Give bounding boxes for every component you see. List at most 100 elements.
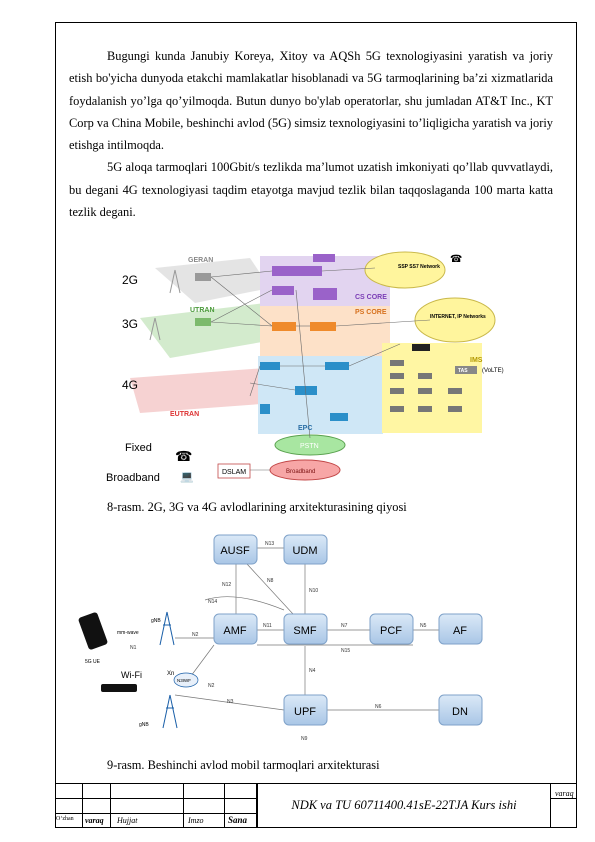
internet-cloud (414, 297, 496, 343)
label-dslam: DSLAM (222, 469, 246, 476)
label-eutran: EUTRAN (170, 411, 199, 418)
sbc-node (412, 344, 430, 351)
label-tas: TAS (458, 368, 468, 374)
if-n15: N15 (341, 648, 350, 654)
if-n2: N2 (192, 632, 199, 638)
if-n7: N7 (341, 623, 348, 629)
if-n4: N4 (309, 668, 316, 674)
hss-node (260, 404, 270, 414)
label-5g-ue: 5G UE (85, 659, 101, 665)
if-n8: N8 (267, 578, 274, 584)
computer-icon: 💻 (180, 471, 194, 483)
interface-links (174, 547, 439, 711)
tas-node (455, 366, 477, 374)
label-cs-core: CS CORE (355, 294, 387, 301)
label-n3iwf: N3IWF (177, 678, 191, 683)
figure-8-caption: 8-rasm. 2G, 3G va 4G avlodlarining arxit… (107, 500, 407, 514)
geran-region (155, 258, 270, 303)
paragraph-2: 5G aloqa tarmoqlari 100Gbit/s tezlikda m… (69, 160, 553, 220)
svg-text:SMF: SMF (293, 625, 317, 637)
mgw-node (272, 286, 294, 295)
if-n1: N1 (130, 645, 137, 651)
network-links (210, 267, 431, 471)
label-4g: 4G (122, 378, 138, 392)
pcrf-node (330, 413, 348, 421)
svg-text:DN: DN (452, 706, 468, 718)
ims-nodes (390, 360, 462, 412)
msc-node (272, 266, 322, 276)
gnb-tower-icons (159, 611, 178, 729)
ggsn-node (310, 322, 336, 331)
stamp-label-imzo: Imzo (188, 816, 204, 825)
svg-text:AMF: AMF (223, 625, 247, 637)
label-3g: 3G (122, 317, 138, 331)
label-fixed: Fixed (125, 442, 152, 454)
node-af: AF (438, 613, 483, 645)
label-pstn: PSTN (300, 443, 319, 450)
smartphone-icon (78, 612, 108, 650)
label-broadband: Broadband (106, 472, 160, 484)
node-pcf: PCF (369, 613, 414, 645)
router-icon (101, 684, 137, 692)
document-title: NDK va TU 60711400.41sE-22TJA Kurs ishi (257, 783, 551, 828)
svg-text:AUSF: AUSF (220, 545, 250, 557)
figure-9-caption: 9-rasm. Beshinchi avlod mobil tarmoqlari… (107, 758, 380, 772)
dslam-box (217, 463, 251, 479)
label-gnb-2: gNB (139, 722, 149, 728)
paragraph-1: Bugungi kunda Janubiy Koreya, Xitoy va A… (69, 49, 553, 153)
label-ps-core: PS CORE (355, 309, 387, 316)
figure-9-5g-architecture: AUSF UDM AMF SMF PCF AF UPF DN N13 N12 N… (78, 534, 483, 742)
node-smf: SMF (283, 613, 328, 645)
label-wifi: Wi-Fi (121, 670, 142, 680)
label-ims: IMS (470, 357, 483, 364)
rnc-node (195, 318, 211, 326)
phone-icon: ☎ (175, 448, 192, 464)
hlr-node (313, 288, 337, 300)
label-ssp: SSP SS7 Network (398, 264, 440, 270)
tower-icons (149, 269, 181, 341)
label-2g: 2G (122, 273, 138, 287)
figure-8-architecture: 2G 3G 4G Fixed Broadband GERAN UTRAN EUT… (106, 251, 504, 484)
if-n9: N9 (301, 736, 308, 742)
label-mm-wave: mm-wave (117, 630, 139, 636)
if-n10: N10 (309, 588, 318, 594)
node-udm: UDM (283, 534, 328, 565)
label-utran: UTRAN (190, 307, 215, 314)
stamp-label-varaq: varaq (85, 816, 104, 825)
page-frame (55, 22, 577, 828)
phone-icon-ssp: ☎ (450, 254, 462, 265)
node-ausf: AUSF (213, 534, 258, 565)
stamp-label-sana: Sana (228, 815, 248, 825)
stamp-varaq-label: varaq (555, 789, 574, 798)
mme-node (295, 386, 317, 395)
stamp-label-ozgarish: O‘zhan (56, 816, 74, 822)
if-n12: N12 (222, 582, 231, 588)
label-epc: EPC (298, 425, 312, 432)
sgw-node (260, 362, 280, 370)
pgw-node (325, 362, 349, 370)
node-upf: UPF (283, 694, 328, 726)
ssp-cloud (364, 251, 446, 289)
eutran-region (130, 368, 275, 413)
svg-text:PCF: PCF (380, 625, 402, 637)
utran-region (140, 303, 285, 358)
sgsn-node (272, 322, 296, 331)
stamp-label-hujjat: Hujjat (117, 816, 138, 825)
svg-text:UDM: UDM (292, 545, 317, 557)
if-n6: N6 (375, 704, 382, 710)
label-broadband-cloud: Broadband (286, 469, 315, 475)
bsc-node (195, 273, 211, 281)
label-internet: INTERNET, IP Networks (430, 314, 486, 320)
title-block: O‘zhan varaq Hujjat Imzo Sana NDK va TU … (55, 783, 577, 828)
label-xn: Xn (167, 671, 174, 677)
node-dn: DN (438, 694, 483, 726)
label-gnb-1: gNB (151, 618, 161, 624)
gmsc-node (313, 254, 335, 262)
svg-text:AF: AF (453, 625, 467, 637)
if-n13: N13 (265, 541, 274, 547)
svg-text:UPF: UPF (294, 706, 316, 718)
if-n11: N11 (263, 623, 272, 629)
if-n14: N14 (208, 599, 217, 605)
n3iwf-node (173, 672, 199, 688)
node-amf: AMF (213, 613, 258, 645)
